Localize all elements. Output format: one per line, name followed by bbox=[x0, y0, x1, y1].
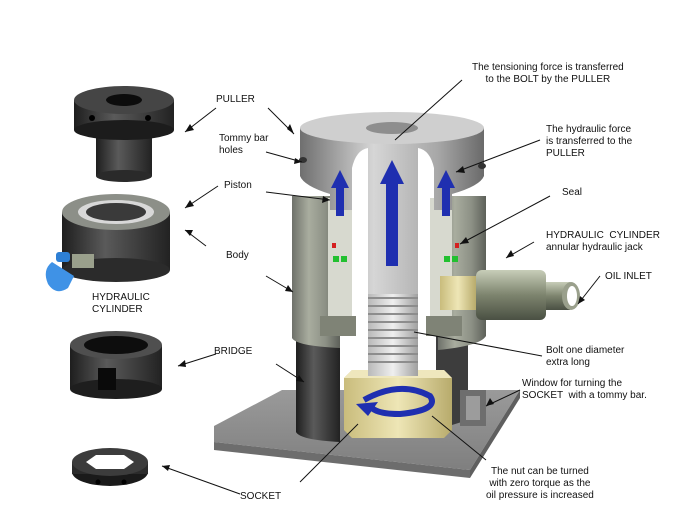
hydraulic-cylinder-component-image bbox=[45, 194, 170, 292]
oil-inlet-fitting bbox=[440, 270, 580, 320]
label-hydraulic-force: The hydraulic force is transferred to th… bbox=[546, 124, 633, 159]
label-nut: The nut can be turned with zero torque a… bbox=[486, 466, 594, 501]
body-cutaway bbox=[292, 196, 486, 350]
label-seal: Seal bbox=[562, 187, 583, 198]
force-arrows bbox=[331, 160, 455, 266]
label-bolt: Bolt one diameter extra long bbox=[546, 345, 625, 368]
seal-markers bbox=[332, 243, 459, 262]
label-puller: PULLER bbox=[216, 94, 255, 105]
leader-arrowheads bbox=[162, 124, 585, 471]
label-tommy-bar-holes: Tommy bar holes bbox=[219, 133, 269, 156]
label-window: Window for turning the SOCKET with a tom… bbox=[522, 378, 647, 401]
label-body: Body bbox=[226, 250, 249, 261]
label-hydraulic-cylinder-right: HYDRAULIC CYLINDER annular hydraulic jac… bbox=[546, 230, 660, 253]
label-socket: SOCKET bbox=[240, 491, 282, 502]
bridge-component-image bbox=[70, 331, 162, 399]
nut-rotation-arrow bbox=[356, 385, 435, 418]
label-tensioning-force: The tensioning force is transferred to t… bbox=[472, 62, 624, 85]
label-hydraulic-cylinder-left: HYDRAULIC CYLINDER bbox=[92, 292, 150, 315]
puller-component-image bbox=[74, 86, 174, 182]
label-bridge: BRIDGE bbox=[214, 346, 253, 357]
socket-component-image bbox=[72, 448, 148, 486]
label-piston: Piston bbox=[224, 180, 252, 191]
label-oil-inlet: OIL INLET bbox=[605, 271, 652, 282]
